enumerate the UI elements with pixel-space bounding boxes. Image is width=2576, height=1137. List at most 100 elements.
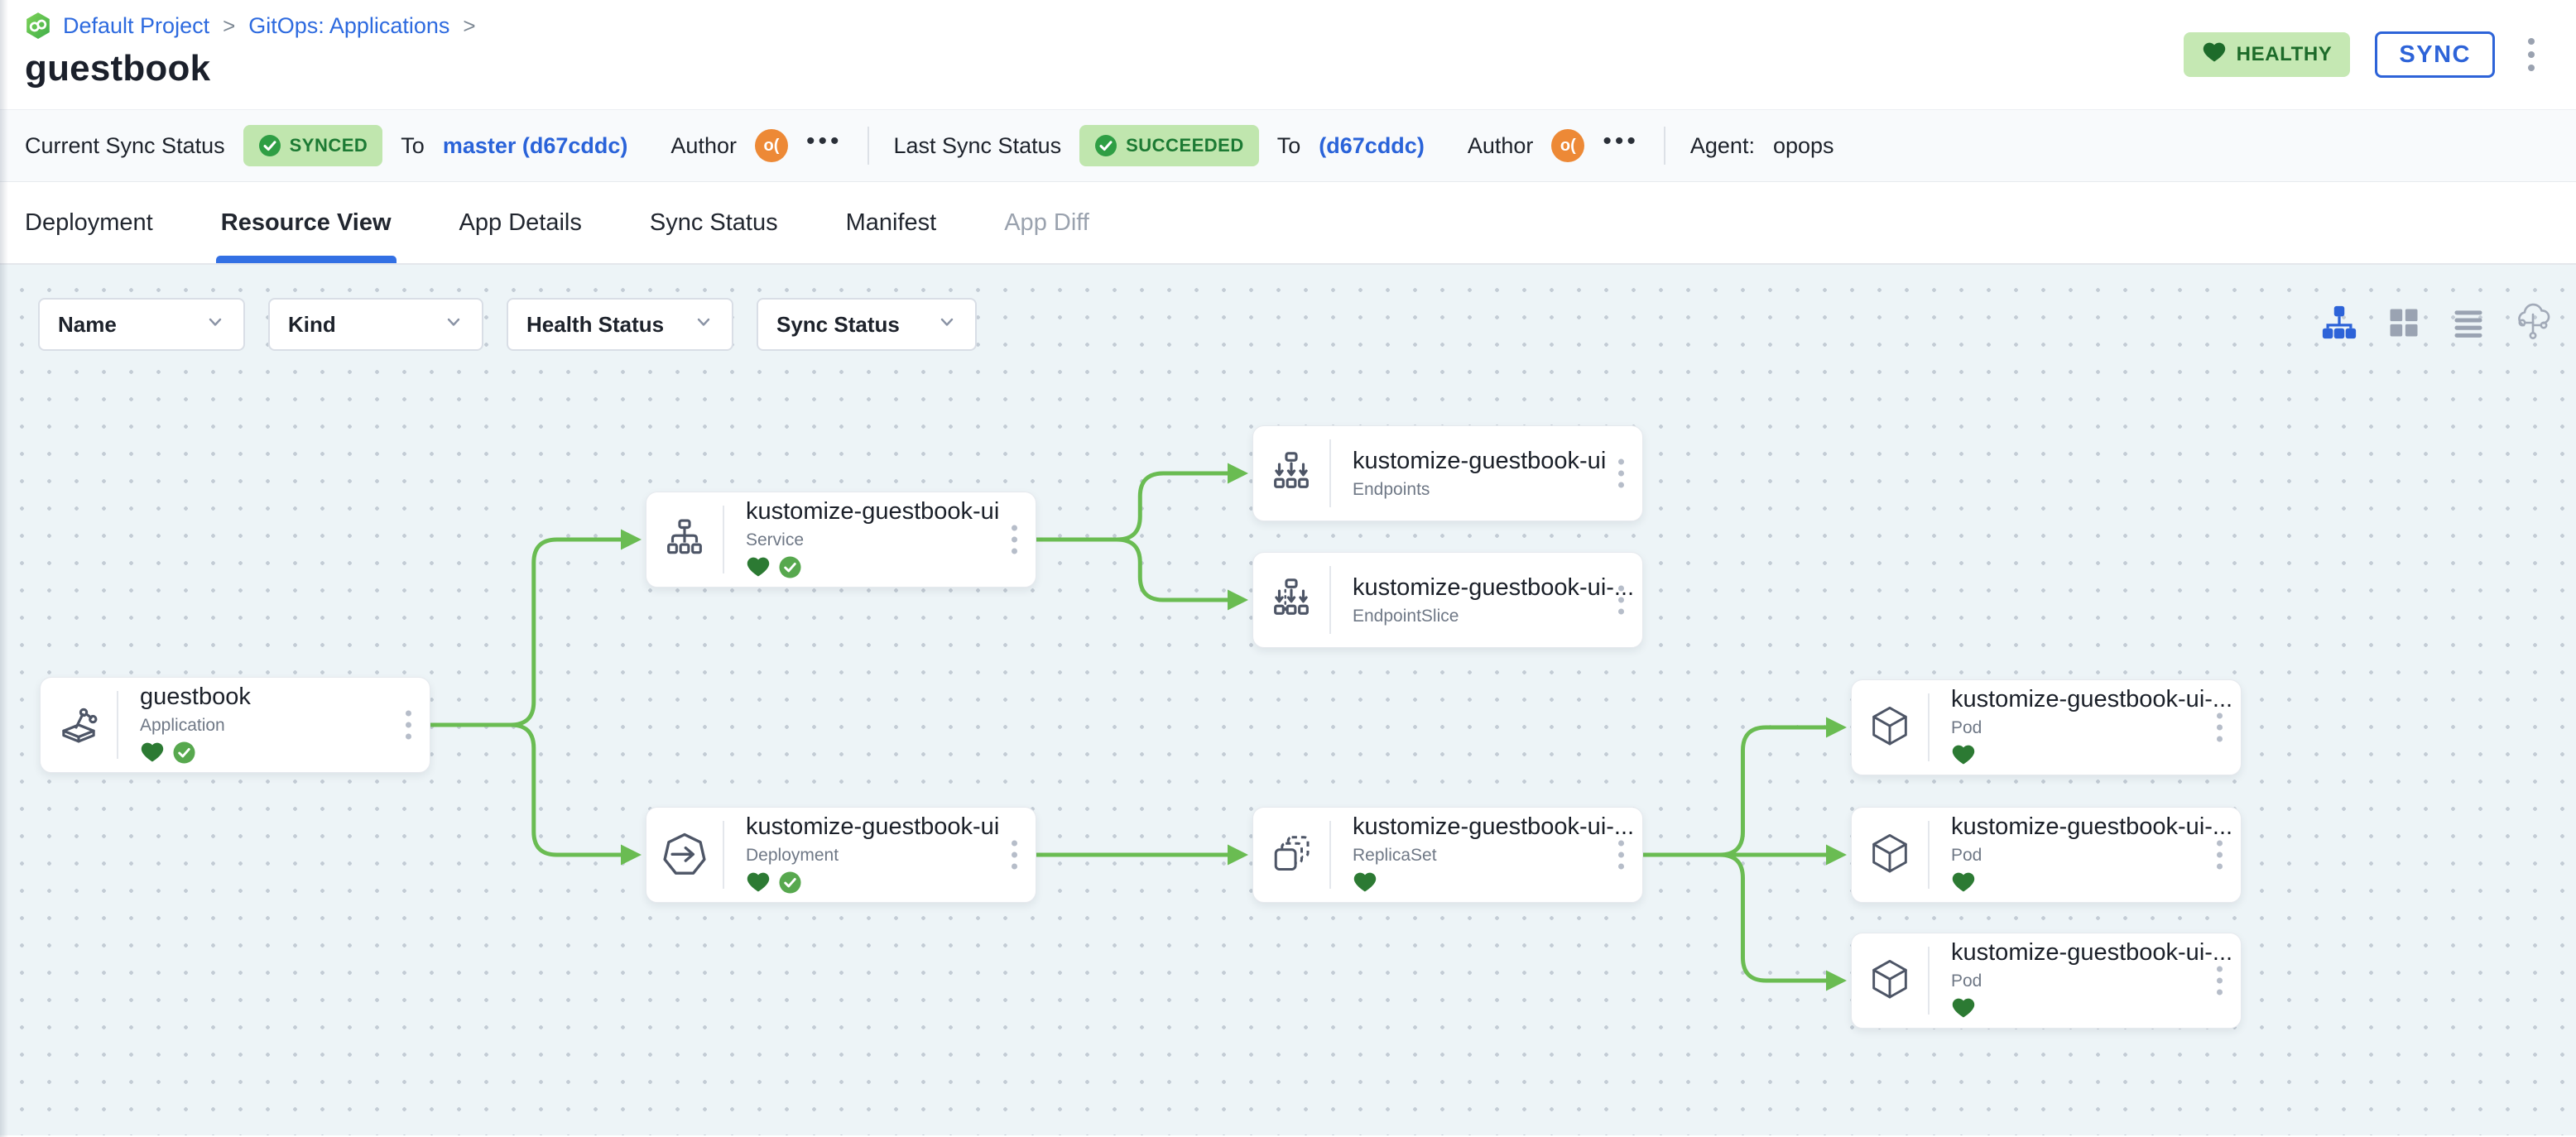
filter-dropdown-health-status[interactable]: Health Status [507,298,733,351]
kebab-menu-icon[interactable] [1613,836,1629,875]
breadcrumb: Default Project > GitOps: Applications > [25,12,2543,40]
divider [1928,693,1930,761]
divider [723,821,724,889]
filter-dropdown-sync-status[interactable]: Sync Status [757,298,977,351]
node-kind: Pod [1951,971,1982,991]
kebab-menu-icon[interactable] [2520,33,2543,76]
last-sync-target-link[interactable]: (d67cddc) [1319,132,1425,158]
tree-node-deployment[interactable]: kustomize-guestbook-ui Deployment [646,807,1036,903]
tree-node-pod[interactable]: kustomize-guestbook-ui-... Pod [1851,933,2242,1029]
tree-edges [428,463,1848,991]
author-label: Author [670,132,737,158]
filter-bar: Name Kind Health Status Sync Status [38,298,977,351]
succeeded-badge-label: SUCCEEDED [1126,135,1244,156]
application-icon [41,678,117,772]
pod-icon [1852,808,1928,902]
resource-tree-canvas: Name Kind Health Status Sync Status [0,265,2576,1135]
node-kind: Deployment [746,845,839,865]
tree-node-pod[interactable]: kustomize-guestbook-ui-... Pod [1851,807,2242,903]
node-title: kustomize-guestbook-ui [746,497,1000,525]
kebab-menu-icon[interactable] [1613,581,1629,620]
node-status-icons [1951,998,2183,1023]
kebab-menu-icon[interactable] [1007,836,1022,875]
author-avatar: o( [1551,129,1585,162]
chevron-down-icon [937,312,957,338]
endpoints-icon [1253,426,1329,521]
tree-view-icon[interactable] [2319,303,2359,343]
list-view-icon[interactable] [2449,303,2488,343]
filter-label: Name [58,311,117,337]
tab-deployment[interactable]: Deployment [25,209,153,236]
kebab-menu-icon[interactable] [1007,521,1022,559]
divider [867,127,869,165]
heart-icon [1951,744,1976,770]
node-kind: EndpointSlice [1353,606,1459,626]
endpointslice-icon [1253,553,1329,647]
check-circle-icon [779,871,801,898]
node-title: kustomize-guestbook-ui-... [1353,813,1635,840]
succeeded-badge: SUCCEEDED [1079,125,1259,166]
node-title: kustomize-guestbook-ui-... [1951,938,2233,966]
filter-dropdown-kind[interactable]: Kind [268,298,483,351]
kebab-menu-icon[interactable] [2212,836,2228,875]
synced-badge-label: SYNCED [289,135,368,156]
grid-view-icon[interactable] [2384,303,2424,343]
node-title: kustomize-guestbook-ui [1353,447,1607,474]
agent-label: Agent: [1689,132,1755,158]
author-label: Author [1467,132,1534,158]
pod-icon [1852,680,1928,775]
author-avatar: o( [754,129,788,162]
divider [1928,947,1930,1015]
view-toggles [2319,303,2553,343]
check-circle-icon [779,555,801,583]
heart-icon [1951,997,1976,1024]
kebab-menu-icon[interactable] [401,706,416,745]
more-ellipsis-icon[interactable]: ••• [1603,127,1639,155]
tree-node-replicaset[interactable]: kustomize-guestbook-ui-... ReplicaSet [1252,807,1643,903]
tree-node-application[interactable]: guestbook Application [40,677,430,773]
divider [1329,439,1331,507]
node-status-icons [746,871,978,898]
breadcrumb-link-project[interactable]: Default Project [63,12,210,38]
node-kind: Service [746,530,805,549]
tab-app-details[interactable]: App Details [459,209,582,236]
divider [723,506,724,573]
tree-node-pod[interactable]: kustomize-guestbook-ui-... Pod [1851,679,2242,775]
tab-resource-view[interactable]: Resource View [215,182,396,263]
app-header: Default Project > GitOps: Applications >… [0,0,2576,109]
kebab-menu-icon[interactable] [1613,454,1629,493]
sync-button[interactable]: SYNC [2375,31,2495,78]
agent-value: opops [1772,132,1834,158]
breadcrumb-separator: > [463,12,476,38]
tab-manifest[interactable]: Manifest [845,209,937,236]
kebab-menu-icon[interactable] [2212,962,2228,1000]
divider [1663,127,1665,165]
breadcrumb-link-gitops-apps[interactable]: GitOps: Applications [248,12,450,38]
chevron-down-icon [444,312,464,338]
heart-icon [140,741,165,768]
tree-node-endpoints[interactable]: kustomize-guestbook-ui Endpoints [1252,425,1643,521]
divider [1329,566,1331,634]
tab-sync-status[interactable]: Sync Status [649,209,778,236]
node-kind: ReplicaSet [1353,845,1437,865]
heart-icon [746,556,771,583]
current-sync-target-link[interactable]: master (d67cddc) [442,132,628,158]
tree-node-service[interactable]: kustomize-guestbook-ui Service [646,492,1036,588]
page-title: guestbook [25,48,211,89]
kebab-menu-icon[interactable] [2212,708,2228,747]
node-title: kustomize-guestbook-ui-... [1951,685,2233,712]
heart-icon [1951,871,1976,898]
health-badge-label: HEALTHY [2236,43,2333,65]
synced-badge: SYNCED [243,125,383,166]
filter-dropdown-name[interactable]: Name [38,298,245,351]
current-sync-status-label: Current Sync Status [25,132,225,158]
more-ellipsis-icon[interactable]: ••• [805,127,843,155]
app-health-badge[interactable]: HEALTHY [2183,32,2351,77]
cloud-view-icon[interactable] [2513,303,2553,343]
divider [1928,821,1930,889]
last-sync-status-label: Last Sync Status [893,132,1062,158]
tree-node-endpointslice[interactable]: kustomize-guestbook-ui-... EndpointSlice [1252,552,1643,648]
to-label: To [1276,132,1301,158]
filter-label: Sync Status [776,311,900,337]
node-kind: Application [140,715,225,735]
